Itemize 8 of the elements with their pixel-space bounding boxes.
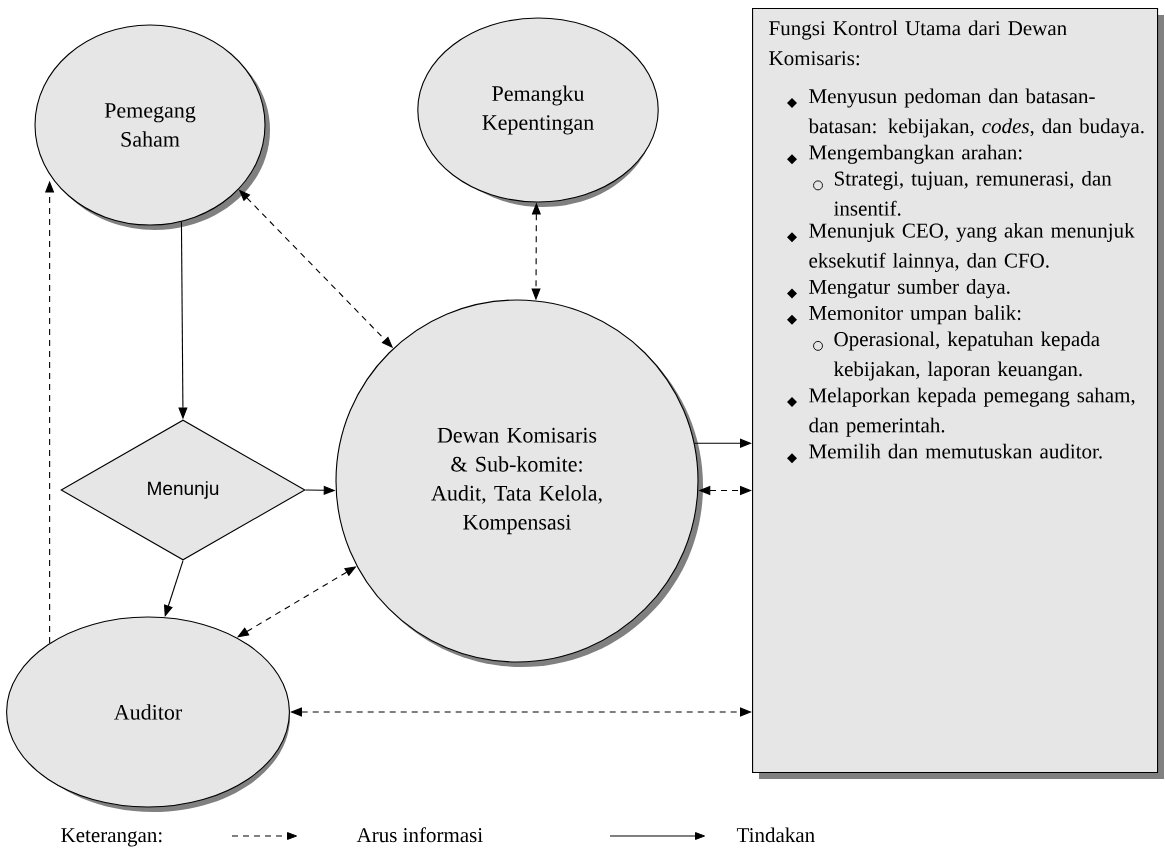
text-box: Fungsi Kontrol Utama dari Dewan Komisaris: Menyusun pedoman dan batasan-batasan: kebijakan, codes, dan budaya. Mengembangkan arahan: Strategi, tujuan, remunerasi, dan insentif. Menunjuk CEO, yang akan menunjuk eksekutif lainnya, dan CFO. Mengatur sumber daya. Memonitor umpan balik: Operasional, kepatuhan kepada kebijakan, laporan keuangan. Melaporkan kepada pemegang saham, dan pemerintah. Memilih dan memutuskan auditor.: [752, 8, 1164, 779]
legend-heading: Keterangan:: [61, 828, 162, 847]
legend-text: Tindakan: [736, 827, 815, 843]
ellipse-node: Pemangku Kepentingan: [417, 17, 659, 207]
legend-text: Arus informasi: [356, 827, 483, 843]
ellipse-node: Auditor: [6, 616, 290, 812]
circle-node: Dewan Komisaris & Sub-komite: Audit, Tata Kelola, Kompensasi: [335, 299, 703, 667]
ellipse-node: Pemegang Saham: [34, 24, 270, 230]
